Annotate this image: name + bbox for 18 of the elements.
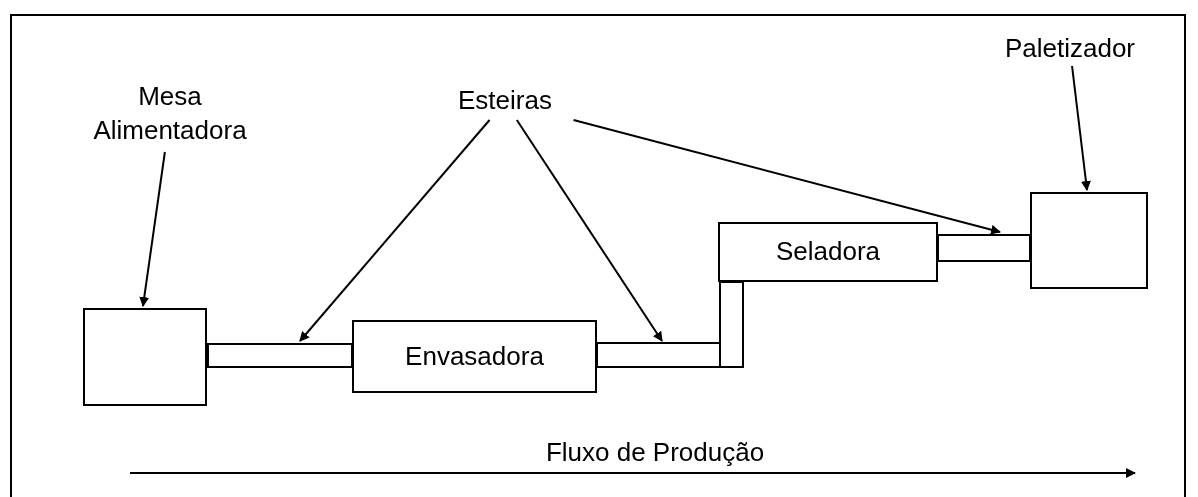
- arrow: [515, 119, 663, 342]
- component-label: Mesa Alimentadora: [90, 80, 250, 152]
- conveyor-belt: [596, 281, 744, 368]
- arrow: [572, 119, 1001, 235]
- machine-box: [1030, 192, 1148, 289]
- arrow: [1071, 65, 1091, 191]
- flow-label: Fluxo de Produção: [544, 436, 766, 469]
- machine-box: [718, 222, 938, 282]
- machine-box: [352, 320, 597, 393]
- conveyor-belt: [207, 343, 353, 368]
- conveyor-belt: [937, 234, 1031, 262]
- component-label: Esteiras: [430, 84, 580, 120]
- component-label: Paletizador: [995, 32, 1145, 66]
- machine-box: [83, 308, 207, 406]
- machine-label: Envasadora: [405, 339, 544, 373]
- arrow: [299, 119, 491, 342]
- machine-label: Seladora: [775, 235, 881, 269]
- arrow: [139, 151, 166, 307]
